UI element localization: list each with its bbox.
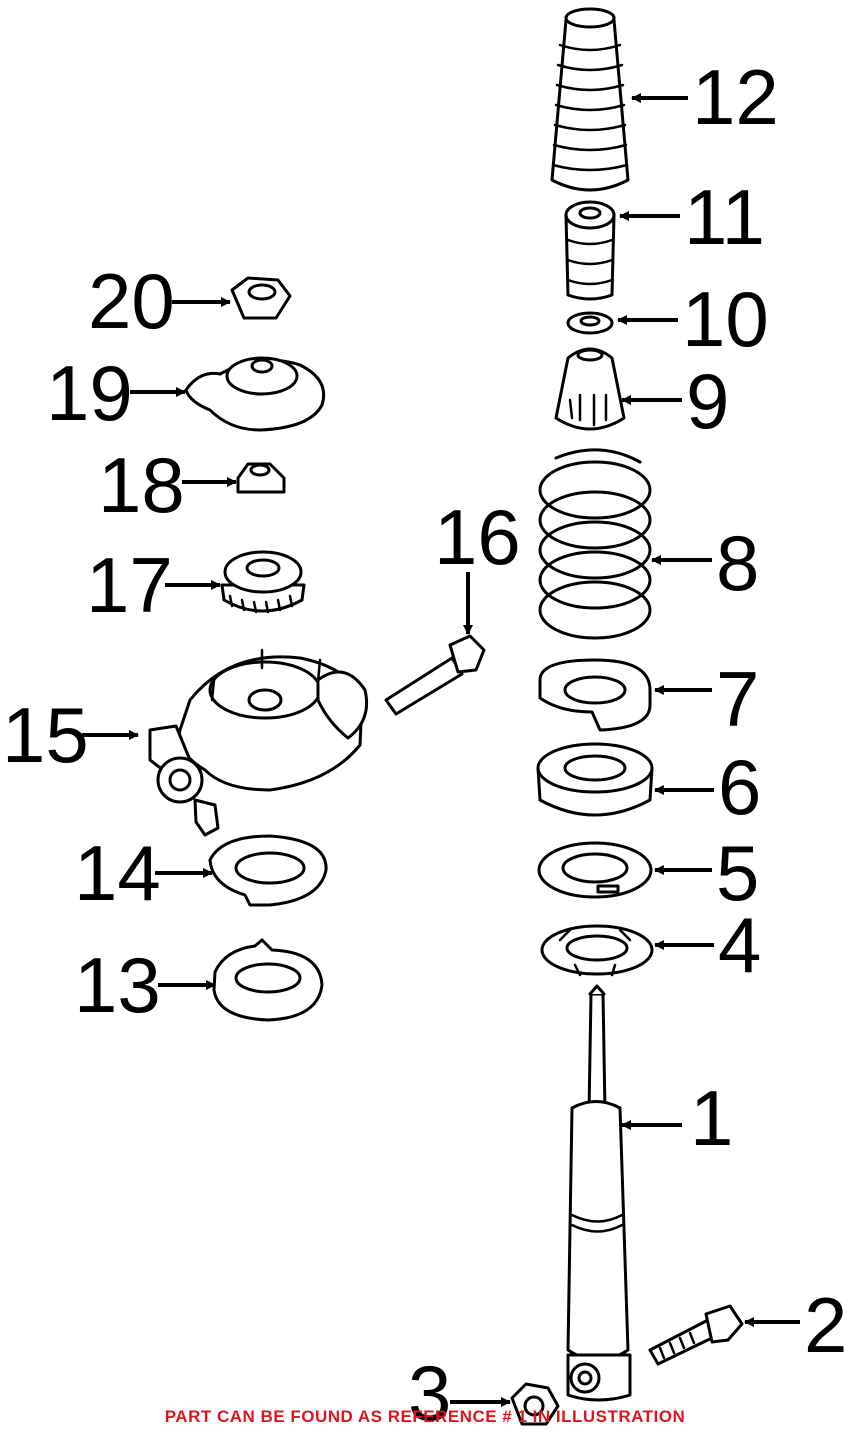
spring-pad-lower-part bbox=[537, 841, 653, 899]
callout-6: 6 bbox=[718, 743, 761, 831]
spring-seat-part bbox=[536, 742, 654, 817]
coil-spring-part bbox=[538, 448, 652, 640]
callout-10: 10 bbox=[682, 275, 769, 363]
lower-spring-mount-part bbox=[540, 924, 654, 977]
hex-nut-part bbox=[510, 1382, 560, 1426]
top-mount-plate-part bbox=[184, 356, 326, 432]
callout-16: 16 bbox=[434, 493, 521, 581]
callout-labels: 12 11 10 9 8 7 6 5 4 1 2 3 20 19 18 17 1… bbox=[2, 53, 847, 1435]
callout-7: 7 bbox=[716, 655, 759, 743]
callout-2: 2 bbox=[804, 1281, 847, 1369]
callout-4: 4 bbox=[718, 901, 761, 989]
knuckle-housing-part bbox=[148, 648, 369, 837]
callout-9: 9 bbox=[686, 357, 729, 445]
callout-5: 5 bbox=[716, 829, 759, 917]
reference-note: PART CAN BE FOUND AS REFERENCE # 1 IN IL… bbox=[164, 1407, 686, 1426]
callout-18: 18 bbox=[98, 441, 185, 529]
callout-8: 8 bbox=[716, 519, 759, 607]
flange-nut-part bbox=[236, 462, 286, 494]
callout-14: 14 bbox=[74, 829, 161, 917]
callout-12: 12 bbox=[692, 53, 779, 141]
callout-20: 20 bbox=[88, 257, 175, 345]
callout-3: 3 bbox=[408, 1349, 451, 1435]
mounting-bolt-part bbox=[648, 1304, 744, 1366]
shock-absorber-part bbox=[566, 984, 632, 1402]
callout-arrows bbox=[82, 93, 800, 1407]
dust-boot-part bbox=[550, 7, 630, 192]
bump-stop-part bbox=[564, 200, 616, 301]
lower-isolator-part bbox=[212, 938, 324, 1022]
washer-part bbox=[566, 311, 614, 335]
callout-1: 1 bbox=[690, 1074, 733, 1162]
callout-17: 17 bbox=[86, 541, 173, 629]
callout-13: 13 bbox=[74, 941, 161, 1029]
spring-pad-upper-part bbox=[538, 658, 652, 732]
callout-15: 15 bbox=[2, 691, 89, 779]
callout-19: 19 bbox=[46, 349, 133, 437]
top-nut-part bbox=[230, 276, 292, 320]
knuckle-bolt-part bbox=[384, 634, 486, 716]
callout-11: 11 bbox=[684, 173, 765, 261]
spring-isolator-part bbox=[208, 834, 328, 907]
spring-cap-part bbox=[554, 347, 626, 431]
strut-bearing-part bbox=[220, 550, 306, 614]
